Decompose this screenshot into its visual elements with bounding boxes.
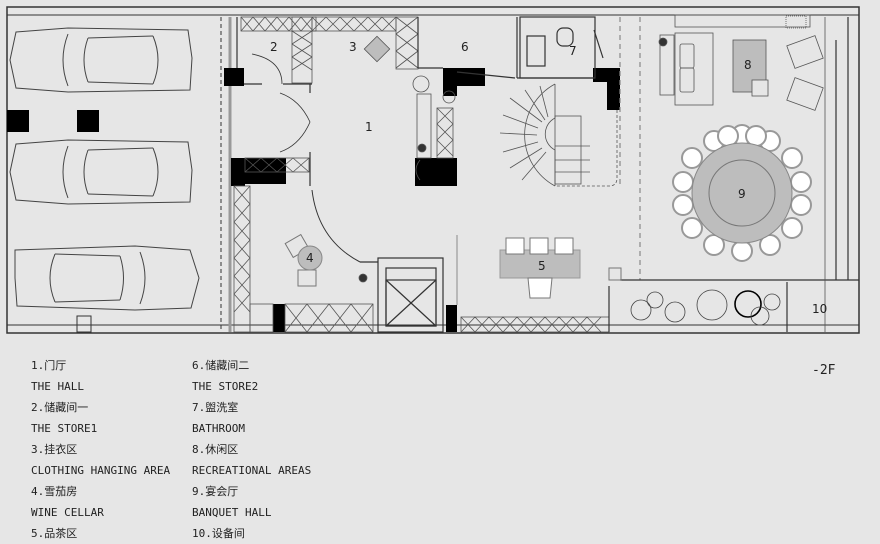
tea-table (499, 237, 622, 299)
legend-item-8-en: RECREATIONAL AREAS (192, 464, 312, 477)
floor-level-label: -2F (812, 363, 836, 378)
legend-item-6-en: THE STORE2 (192, 380, 259, 393)
legend-item-5-cn: 5.品茶区 (31, 527, 78, 540)
legend-item-4-cn: 4.雪茄房 (31, 485, 78, 498)
room-number-2: 2 (270, 40, 278, 54)
legend-item-9-cn: 9.宴会厅 (192, 485, 239, 498)
room-number-3: 3 (349, 40, 357, 54)
planter (630, 289, 781, 326)
legend-item-6-cn: 6.储藏间二 (192, 359, 250, 372)
legend-item-3-cn: 3.挂衣区 (31, 443, 78, 456)
legend-item-2-en: THE STORE1 (31, 422, 98, 435)
outer-wall (6, 6, 860, 334)
solid-walls (224, 68, 620, 332)
internal-walls (236, 16, 859, 333)
room-numbers: 1 2 3 4 5 6 7 8 9 10 (270, 40, 827, 316)
banquet-table (672, 124, 812, 262)
room-number-4: 4 (306, 251, 314, 265)
legend-item-7-cn: 7.盥洗室 (192, 401, 239, 414)
room-number-10: 10 (812, 302, 827, 316)
room-number-5: 5 (538, 259, 546, 273)
legend-item-9-en: BANQUET HALL (192, 506, 272, 519)
spiral-staircase (499, 83, 618, 187)
legend-item-10-cn: 10.设备间 (192, 527, 245, 540)
legend-item-3-en: CLOTHING HANGING AREA (31, 464, 171, 477)
column (7, 110, 29, 132)
legend-item-2-cn: 2.储藏间一 (31, 401, 89, 414)
room-number-9: 9 (738, 187, 746, 201)
hall-fixtures (358, 35, 668, 283)
room-number-1: 1 (365, 120, 373, 134)
legend-left-column: 1.门厅 THE HALL 2.储藏间一 THE STORE1 3.挂衣区 CL… (31, 355, 170, 544)
legend-right-column: 6.储藏间二 THE STORE2 7.盥洗室 BATHROOM 8.休闲区 R… (192, 355, 311, 544)
legend-item-8-cn: 8.休闲区 (192, 443, 239, 456)
legend-item-4-en: WINE CELLAR (31, 506, 104, 519)
legend-item-7-en: BATHROOM (192, 422, 245, 435)
room-number-7: 7 (569, 44, 577, 58)
room-number-6: 6 (461, 40, 469, 54)
storage-cabinets (233, 16, 610, 333)
room-number-8: 8 (744, 58, 752, 72)
car-icons (9, 27, 200, 311)
floor-plan: 1 2 3 4 5 6 7 8 9 10 (6, 6, 860, 334)
legend-item-1-cn: 1.门厅 (31, 359, 67, 372)
column (77, 110, 99, 132)
cigar-table (284, 233, 323, 287)
legend-item-1-en: THE HALL (31, 380, 84, 393)
recreation-furniture (659, 14, 826, 332)
